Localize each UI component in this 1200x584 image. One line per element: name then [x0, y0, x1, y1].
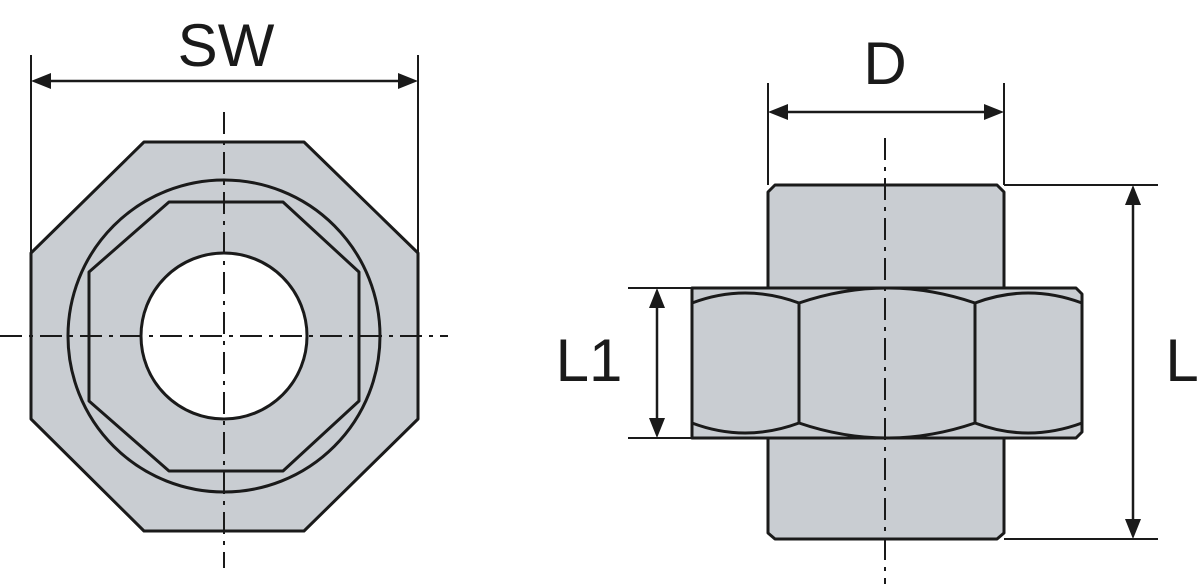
sw-arrow-right	[398, 73, 418, 89]
l-arrow-bottom	[1125, 519, 1141, 539]
d-dimension: D	[767, 30, 1005, 185]
l-dimension: L	[1004, 184, 1199, 540]
sw-dimension: SW	[30, 12, 419, 253]
l-label: L	[1165, 327, 1198, 394]
d-arrow-left	[768, 104, 788, 120]
d-label: D	[863, 30, 906, 97]
sw-label: SW	[178, 12, 275, 79]
d-arrow-right	[984, 104, 1004, 120]
l1-label: L1	[556, 327, 623, 394]
l1-arrow-bottom	[649, 418, 665, 438]
inner-octagon	[87, 200, 361, 473]
l1-arrow-top	[649, 288, 665, 308]
hex-flat-left	[690, 291, 801, 435]
front-view	[0, 112, 448, 568]
hex-flat-center	[797, 286, 977, 440]
sw-arrow-left	[31, 73, 51, 89]
l-arrow-top	[1125, 185, 1141, 205]
side-view	[690, 138, 1084, 584]
l1-dimension: L1	[556, 287, 692, 439]
hex-flat-right	[973, 291, 1084, 435]
